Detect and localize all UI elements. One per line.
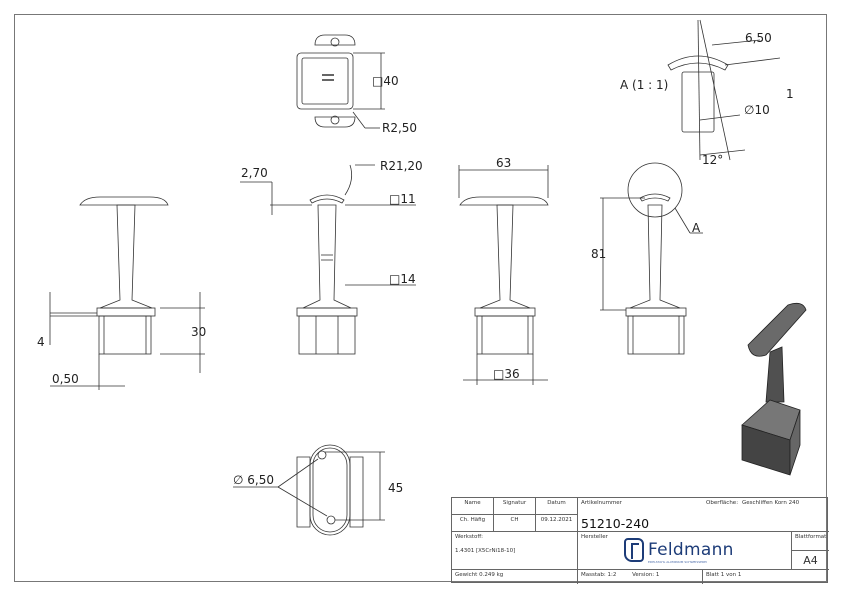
dim-left-30: 30: [191, 325, 207, 339]
right-view: [600, 162, 703, 355]
iso-view: [741, 302, 807, 476]
side-view: [240, 164, 416, 355]
logo-text: Feldmann: [648, 540, 734, 560]
surface-value: Geschliffen Korn 240: [742, 500, 800, 506]
feldmann-logo: Feldmann EDELSTAHL ALUMINIUM SCHWEISSERE…: [624, 538, 734, 564]
detail-a-label: A (1 : 1): [620, 78, 669, 92]
dim-side-offset: 2,70: [241, 166, 268, 180]
dim-front-square-36: □36: [493, 367, 520, 381]
detail-a-view: [667, 19, 781, 161]
title-block: Name Signatur Datum Ch. Häfig CH 09.12.2…: [451, 497, 829, 584]
drawing-frame: [14, 14, 827, 582]
sheet-number: Blatt 1 von 1: [702, 570, 829, 584]
manufacturer-cell: Hersteller: [578, 532, 792, 570]
date-value: 09.12.2021: [536, 515, 578, 532]
name-value: Ch. Häfig: [452, 515, 494, 532]
scale: Masstab: 1:2: [581, 572, 617, 578]
weight: Gewicht 0.249 kg: [452, 570, 578, 584]
bottom-view: [233, 444, 385, 536]
material-value: 1.4301 [X5CrNi18-10]: [455, 548, 516, 554]
sheet-format-value: A4: [792, 551, 829, 570]
dim-detail-width: 6,50: [745, 31, 772, 45]
scale-version-cell: Masstab: 1:2 Version: 1: [578, 570, 702, 584]
logo-f-icon: [624, 538, 644, 562]
material-cell: Werkstoff: 1.4301 [X5CrNi18-10]: [452, 532, 578, 570]
left-view: [49, 196, 205, 390]
top-view: [296, 34, 385, 129]
dim-detail-angle: 12°: [702, 153, 724, 167]
dim-bottom-hole: ∅ 6,50: [233, 473, 274, 487]
signature-label: Signatur: [494, 498, 536, 515]
dim-bottom-length: 45: [388, 481, 404, 495]
article-number: 51210-240: [581, 516, 650, 531]
dim-left-wall: 0,50: [52, 372, 79, 386]
dim-right-height: 81: [591, 247, 607, 261]
material-label: Werkstoff:: [455, 534, 483, 540]
manufacturer-label: Hersteller: [581, 534, 608, 540]
front-view: [458, 165, 549, 385]
dim-top-radius: R2,50: [382, 121, 418, 135]
dim-side-square-14: □14: [389, 272, 416, 286]
dim-top-square: □40: [372, 74, 399, 88]
date-label: Datum: [536, 498, 578, 515]
dim-detail-diameter: ∅10: [744, 103, 770, 117]
dim-detail-thickness: 1: [786, 87, 794, 101]
detail-a-callout: A: [692, 221, 701, 235]
name-label: Name: [452, 498, 494, 515]
dim-side-radius: R21,20: [380, 159, 423, 173]
dim-side-square-11: □11: [389, 192, 416, 206]
surface-label: Oberfläche:: [706, 500, 739, 506]
article-label: Artikelnummer: [581, 500, 622, 506]
article-cell: Artikelnummer Oberfläche: Geschliffen Ko…: [578, 498, 829, 532]
logo-subtitle: EDELSTAHL ALUMINIUM SCHWEISSEREI: [648, 560, 707, 564]
signature-value: CH: [494, 515, 536, 532]
sheet-format-label: Blattformat: [792, 532, 829, 551]
dim-front-width: 63: [496, 156, 512, 170]
version: Version: 1: [632, 572, 660, 578]
dim-left-4: 4: [37, 335, 45, 349]
